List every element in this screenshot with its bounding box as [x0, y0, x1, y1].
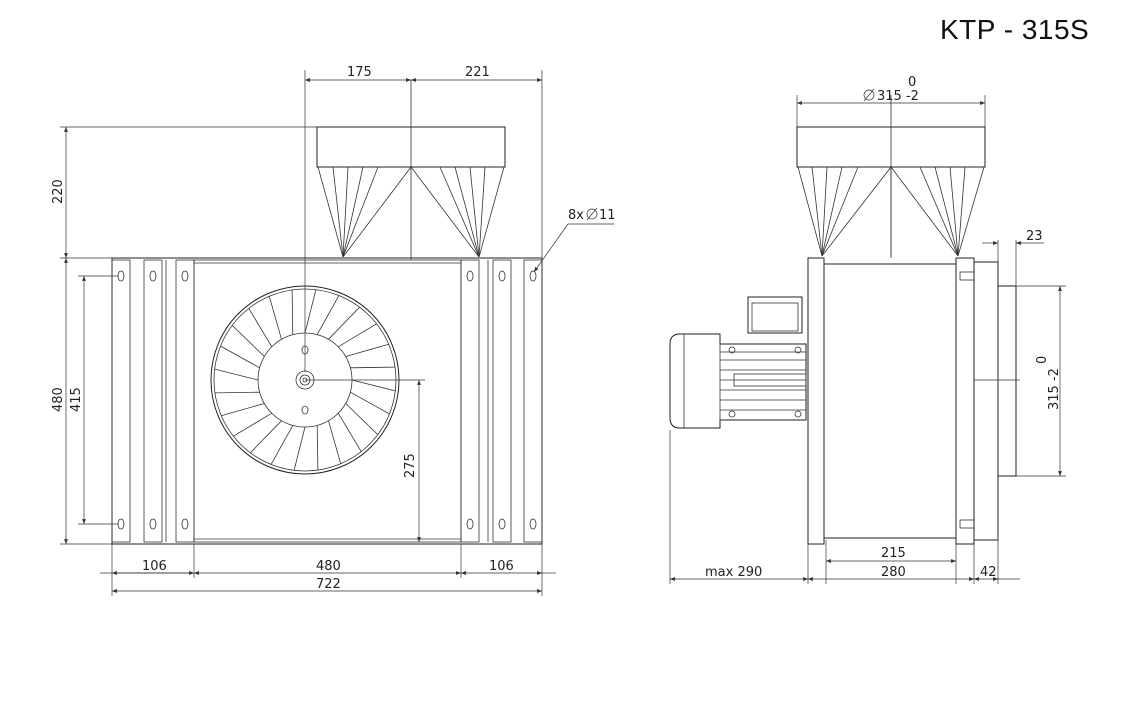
dim-inlet-height: 220 [51, 179, 66, 204]
front-center-dimension: 275 [305, 379, 425, 542]
front-left-dimensions: 220 480 415 [51, 126, 317, 545]
dim-top-tolerance: 0 [908, 75, 916, 90]
dim-inner: 215 [881, 546, 906, 561]
impeller-blade [214, 391, 260, 394]
diameter-icon [586, 208, 598, 220]
impeller-blade [350, 391, 390, 415]
dim-motor: max 290 [705, 565, 762, 580]
side-body [823, 263, 957, 539]
dim-total-height: 480 [51, 387, 66, 412]
dim-wheel-center: 275 [403, 453, 418, 478]
dim-outlet: 42 [980, 565, 997, 580]
front-housing [111, 257, 543, 545]
impeller-blade [316, 295, 340, 335]
side-outlet-flange [973, 261, 999, 541]
diameter-icon-top [863, 89, 875, 101]
impeller-blade [345, 343, 389, 357]
front-inlet-cone-right [410, 166, 505, 258]
impeller-blade [328, 420, 342, 464]
side-back-plate [955, 257, 975, 545]
impeller-blade [233, 412, 273, 437]
front-top-dimensions: 175 221 [304, 65, 543, 372]
impeller-blade [304, 289, 317, 334]
dim-total-width: 722 [316, 577, 341, 592]
impeller-blade [248, 308, 273, 348]
front-right-rails [460, 259, 543, 543]
impeller-blade [337, 412, 362, 452]
dim-top-left: 175 [347, 65, 372, 80]
hole-count: 8x [568, 208, 584, 223]
dim-right-tolerance: 0 [1035, 356, 1050, 364]
impeller-blade [221, 403, 265, 417]
side-view: 0 315 -2 23 0 315 -2 [669, 75, 1066, 584]
impeller-blade [270, 425, 294, 465]
impeller-blade [214, 368, 259, 381]
impeller-blade [351, 379, 396, 392]
front-left-rails [111, 259, 195, 543]
side-top-dimension: 0 315 -2 [796, 75, 986, 127]
dim-bottom-right: 106 [489, 559, 514, 574]
impeller-blade [316, 425, 319, 471]
impeller-blade [250, 420, 282, 454]
dim-depth: 280 [881, 565, 906, 580]
side-right-dimension: 0 315 -2 [1016, 285, 1066, 477]
front-bottom-dimensions: 106 480 106 722 [100, 544, 556, 596]
front-mounting-holes [117, 270, 537, 530]
dim-bottom-left: 106 [142, 559, 167, 574]
dim-hole-height: 415 [69, 387, 84, 412]
side-flange-dimension: 23 [982, 229, 1044, 286]
side-front-plate [807, 257, 825, 545]
front-view: 175 221 220 480 415 275 8x [51, 65, 616, 596]
impeller-blade [350, 366, 396, 369]
dim-right-diameter: 315 -2 [1047, 368, 1062, 410]
dim-bottom-mid: 480 [316, 559, 341, 574]
motor [669, 296, 807, 429]
impeller-blade [268, 296, 282, 340]
hole-diameter: 11 [599, 208, 616, 223]
dim-flange: 23 [1026, 229, 1043, 244]
side-outlet-spigot [997, 285, 1017, 477]
front-panel [193, 259, 462, 543]
front-inlet-cone-left [317, 166, 412, 258]
drawing-title: KTP - 315S [940, 14, 1090, 45]
impeller-blade [291, 289, 294, 335]
side-bottom-dimensions: 215 280 max 290 42 [669, 430, 1020, 584]
hole-callout: 8x 11 [533, 207, 616, 273]
dim-top-right: 221 [465, 65, 490, 80]
impeller-blade [345, 403, 379, 435]
impeller-blade [220, 345, 260, 369]
dim-top-diameter: 315 -2 [877, 89, 919, 104]
impeller-blade [293, 426, 306, 471]
impeller-blade [328, 306, 360, 340]
side-inlet-cone [797, 166, 985, 257]
impeller-blade [337, 323, 377, 348]
impeller-blade [231, 325, 265, 357]
